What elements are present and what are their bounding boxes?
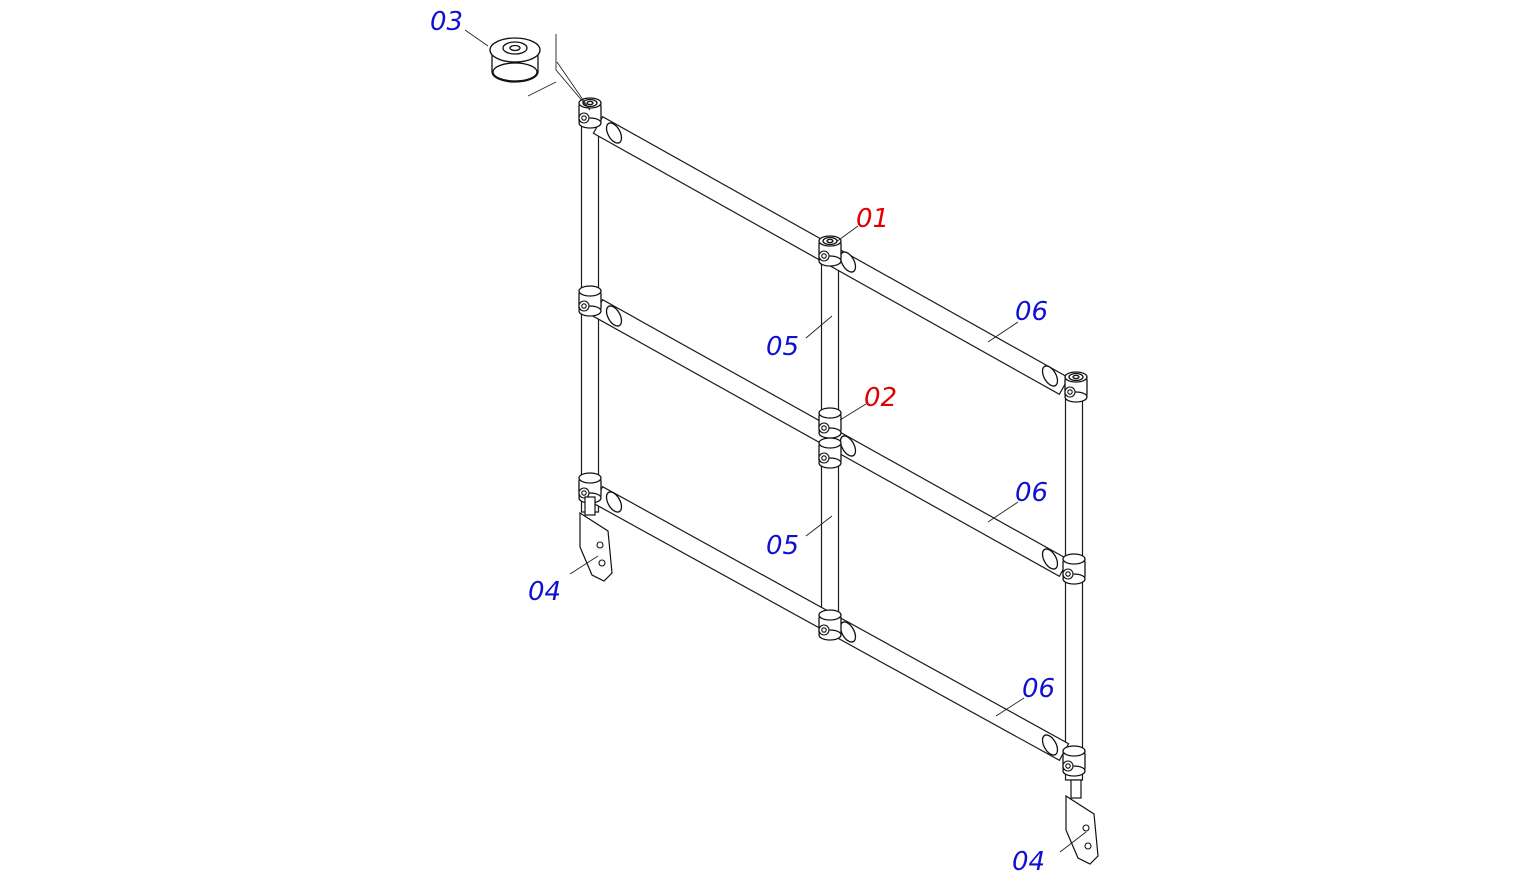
fitting-top-right <box>1064 371 1088 403</box>
end-cap-part <box>489 37 541 83</box>
base-plate-left <box>579 496 613 582</box>
leader-05-upper <box>805 315 833 339</box>
rail-sleeve-4 <box>839 435 857 457</box>
fitting-bottom-right <box>1062 745 1086 777</box>
callout-05-upper: 05 <box>766 332 800 362</box>
rail-sleeve-1 <box>839 251 857 273</box>
callout-06-top: 06 <box>1015 297 1049 327</box>
rail-sleeve-8 <box>1041 734 1059 756</box>
callout-06-middle: 06 <box>1015 478 1049 508</box>
rail-sleeve-5 <box>1041 548 1059 570</box>
fitting-mid-middle-lower <box>818 437 842 469</box>
fitting-mid-right <box>1062 553 1086 585</box>
leader-06-middle <box>987 501 1019 523</box>
callout-01: 01 <box>856 204 890 234</box>
leader-03-bracket-v <box>555 34 591 111</box>
leader-lines-layer <box>464 29 1087 853</box>
leader-03-bracket-h <box>527 81 557 97</box>
leader-06-bottom <box>995 697 1025 717</box>
leader-04-right <box>1059 831 1087 853</box>
rail-sleeve-6 <box>605 491 623 513</box>
fitting-bottom-middle <box>818 609 842 641</box>
callout-04-left: 04 <box>528 577 562 607</box>
leader-03 <box>464 29 489 47</box>
callout-03: 03 <box>430 7 464 37</box>
leader-05-lower <box>805 515 833 537</box>
callout-02: 02 <box>864 383 898 413</box>
rail-sleeve-0 <box>605 122 623 144</box>
callout-04-right: 04 <box>1012 847 1046 877</box>
fitting-top-left <box>578 97 602 129</box>
fitting-mid-middle <box>818 407 842 439</box>
rail-sleeve-2 <box>1041 365 1059 387</box>
fitting-mid-left <box>578 285 602 317</box>
end-cap-03 <box>489 37 541 83</box>
rail-sleeve-3 <box>605 305 623 327</box>
fittings-layer <box>578 97 1088 777</box>
leader-04-left <box>569 555 599 575</box>
rail-sleeve-7 <box>839 621 857 643</box>
leader-02 <box>839 403 867 421</box>
fitting-top-middle <box>818 235 842 267</box>
base-plates-layer <box>579 496 1099 865</box>
callout-05-lower: 05 <box>766 531 800 561</box>
base-plate-right <box>1065 779 1099 865</box>
leader-01 <box>835 225 859 243</box>
callout-06-bottom: 06 <box>1022 674 1056 704</box>
leader-06-top <box>987 321 1019 343</box>
leader-03-to-post <box>556 61 591 111</box>
